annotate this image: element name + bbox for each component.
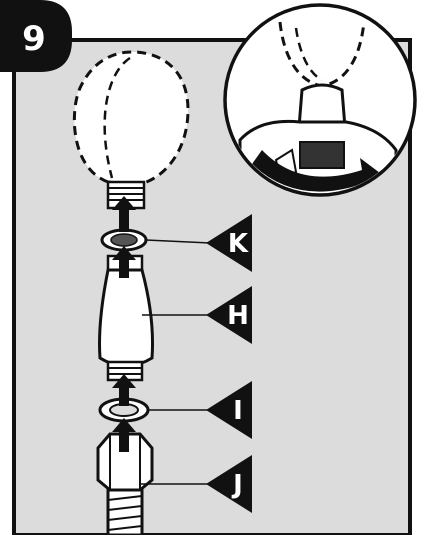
- callout-j: J: [206, 455, 252, 513]
- callout-label: J: [231, 470, 243, 500]
- callout-k: K: [206, 214, 252, 272]
- showerhead-outline: [72, 50, 190, 186]
- callout-label: K: [228, 229, 249, 259]
- hose-nut: [96, 432, 154, 535]
- callout-label: I: [233, 396, 243, 426]
- up-arrow-icon: [112, 418, 136, 452]
- callout-i: I: [206, 381, 252, 439]
- rotate-arrow-icon: [252, 150, 384, 193]
- step-number: 9: [22, 19, 46, 59]
- up-arrow-icon: [112, 374, 136, 406]
- leader-lines: [140, 239, 211, 485]
- step-badge: 9: [0, 0, 72, 72]
- callout-h: H: [206, 286, 252, 344]
- detail-inset: [223, 3, 417, 197]
- callout-label: H: [227, 301, 249, 331]
- up-arrow-icon: [112, 196, 136, 232]
- up-arrow-icon: [112, 246, 136, 278]
